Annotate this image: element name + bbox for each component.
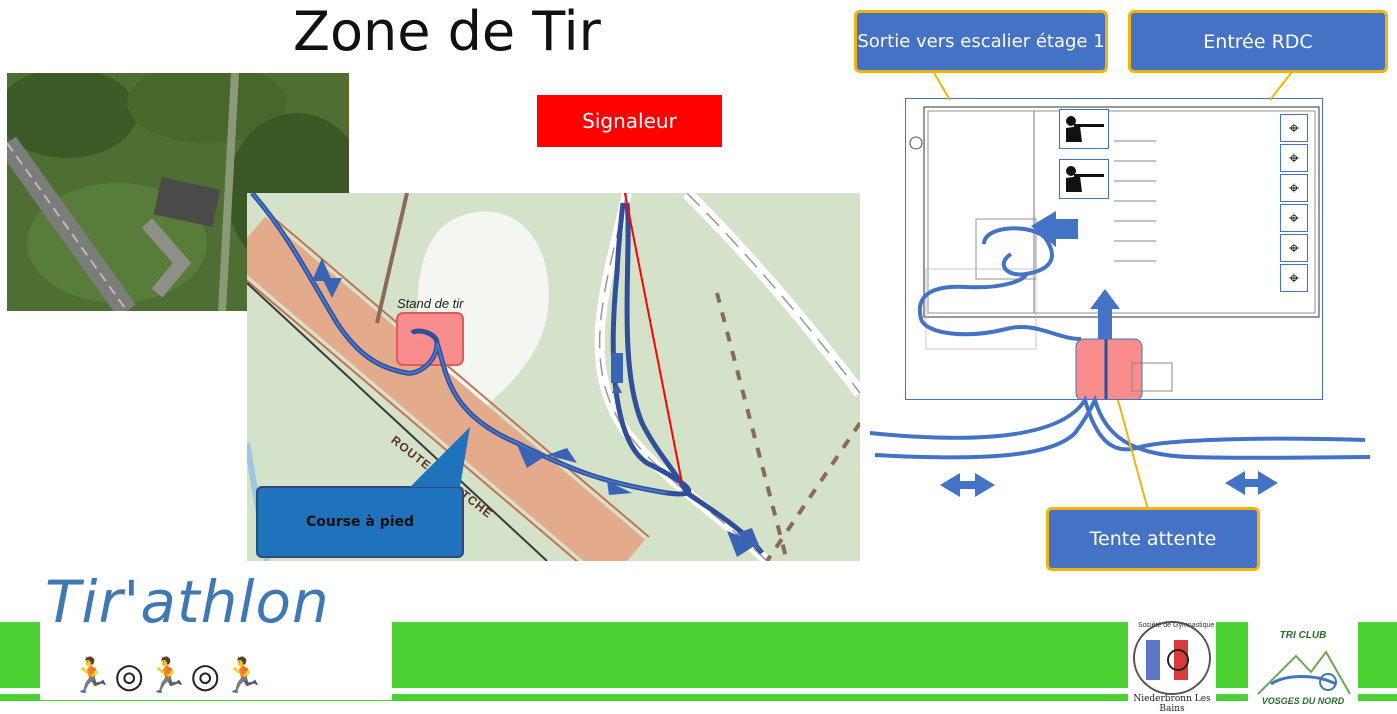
rifle-shooter-icon — [1059, 109, 1109, 149]
aerial-photo — [7, 73, 349, 311]
brand-logo: Tir'athlon — [45, 568, 330, 636]
target-icon: ⌖ — [1280, 234, 1308, 262]
rifle-shooter-icon — [1059, 159, 1109, 199]
tente-label: Tente attente — [1046, 507, 1260, 571]
club-logo-left: Société de Gymnastique Niederbronn Les B… — [1128, 618, 1216, 714]
brand-box — [40, 575, 392, 700]
sortie-label: Sortie vers escalier étage 1 — [854, 10, 1108, 73]
signaleur-label: Signaleur — [537, 95, 722, 147]
club-left-text: Niederbronn Les Bains — [1133, 694, 1211, 714]
entree-label: Entrée RDC — [1128, 10, 1388, 73]
target-icon: ⌖ — [1280, 204, 1308, 232]
target-icon: ⌖ — [1280, 264, 1308, 292]
sortie-label-text: Sortie vers escalier étage 1 — [857, 30, 1105, 52]
club-right-top: TRI CLUB — [1279, 630, 1327, 641]
course-label-text: Course à pied — [305, 514, 415, 530]
club-right-bottom: VOSGES DU NORD — [1261, 696, 1345, 706]
stand-label: Stand de tir — [397, 296, 464, 311]
target-icon: ⌖ — [1280, 144, 1308, 172]
entree-label-text: Entrée RDC — [1203, 30, 1313, 53]
tente-label-text: Tente attente — [1089, 528, 1217, 550]
club-left-arc: Société de Gymnastique — [1138, 622, 1215, 629]
footer-line — [0, 697, 1397, 701]
footer-divider — [0, 688, 1397, 694]
target-icon: ⌖ — [1280, 174, 1308, 202]
course-label: Course à pied — [256, 486, 464, 558]
club-logo-right: TRI CLUB VOSGES DU NORD — [1248, 618, 1358, 708]
outside-paths — [870, 395, 1371, 497]
brand-pictos: 🏃◎🏃◎🏃 — [70, 656, 267, 696]
course-pointer — [410, 427, 470, 487]
shooting-plan: ⌖ ⌖ ⌖ ⌖ ⌖ ⌖ — [905, 98, 1323, 402]
target-icon: ⌖ — [1280, 114, 1308, 142]
slide-title: Zone de Tir — [293, 0, 601, 63]
callout-connectors — [930, 65, 1296, 511]
